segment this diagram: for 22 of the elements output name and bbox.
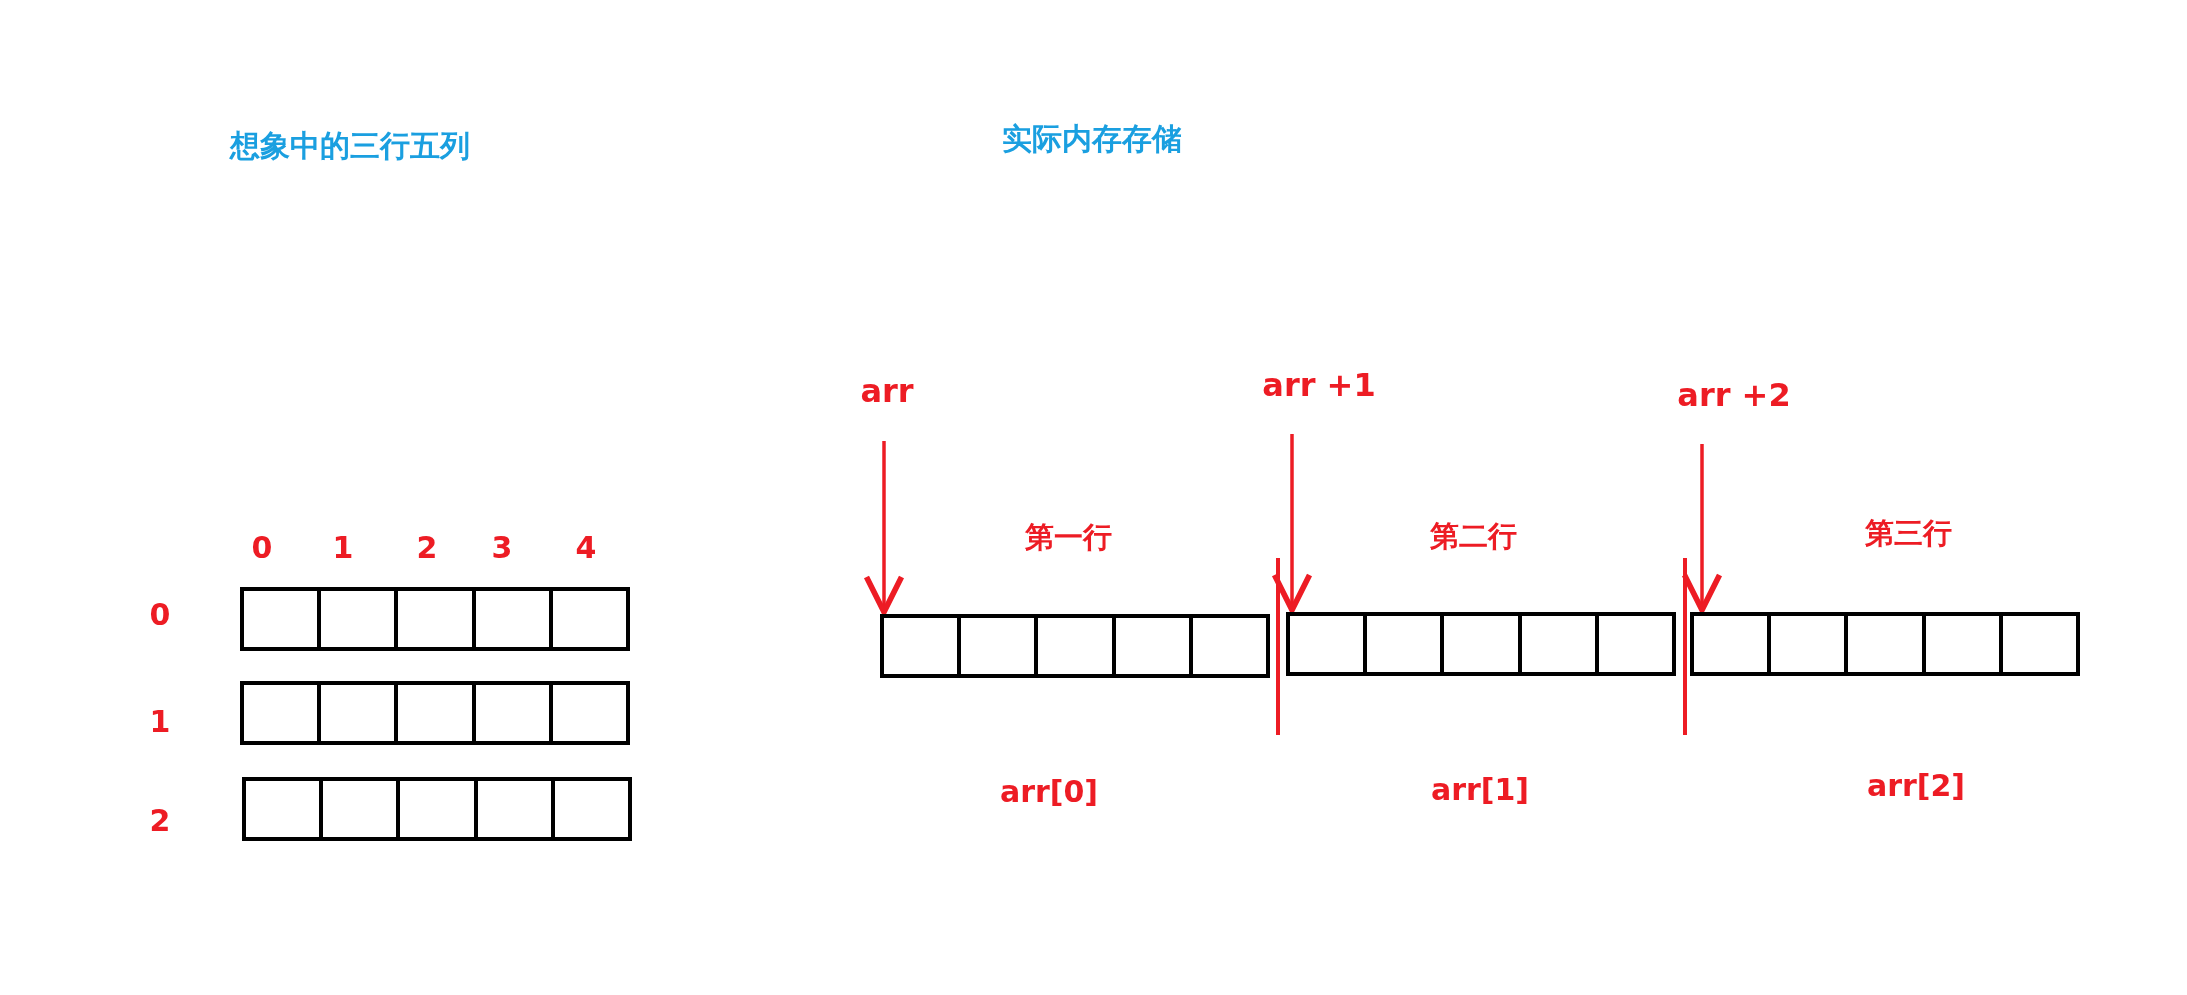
row-label: 第三行 (1864, 515, 1952, 552)
index-label: 0 (149, 596, 171, 632)
arrow (1271, 434, 1313, 613)
index-label: 0 (251, 529, 273, 565)
index-label: 1 (332, 529, 354, 565)
row-label: 第一行 (1024, 519, 1112, 556)
row-label: 第二行 (1429, 518, 1517, 555)
index-label: 3 (491, 529, 513, 565)
arrow (1681, 444, 1723, 613)
heading: 想象中的三行五列 (230, 126, 470, 165)
heading: 实际内存存储 (1002, 119, 1182, 158)
subarray-label: arr[2] (1866, 767, 1966, 803)
index-label: 4 (575, 529, 597, 565)
index-label: 1 (149, 703, 171, 739)
subarray-label: arr[0] (999, 773, 1099, 809)
pointer-label: arr +1 (1259, 366, 1379, 434)
subarray-label: arr[1] (1430, 771, 1530, 807)
arrow (863, 441, 905, 615)
index-label: 2 (149, 802, 171, 838)
pointer-label: arr +2 (1674, 376, 1794, 444)
pointer-label: arr (852, 372, 922, 441)
index-label: 2 (416, 529, 438, 565)
